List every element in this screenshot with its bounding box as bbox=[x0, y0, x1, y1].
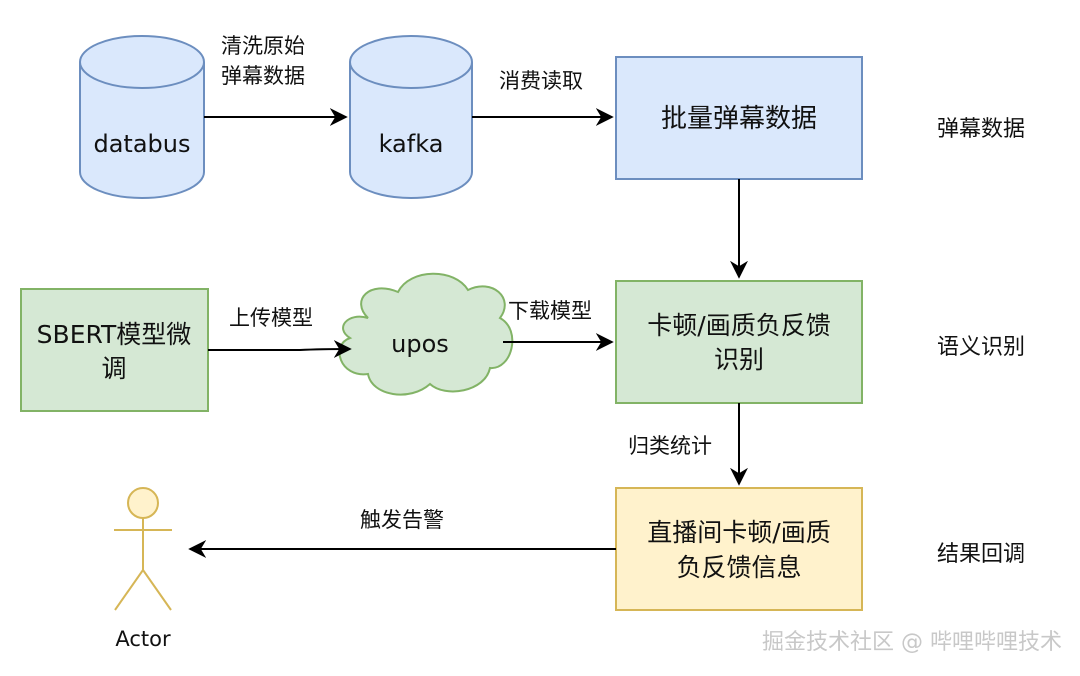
kafka-label: kafka bbox=[379, 130, 444, 158]
recognition-label-line2: 识别 bbox=[714, 345, 764, 374]
edge-label-alert: 触发告警 bbox=[360, 508, 444, 532]
databus-label: databus bbox=[93, 130, 190, 158]
edge-label-download: 下载模型 bbox=[508, 299, 592, 323]
stage-label-danmaku: 弹幕数据 bbox=[937, 117, 1026, 142]
databus-node: databus bbox=[79, 35, 205, 199]
recognition-node: 卡顿/画质负反馈 识别 bbox=[615, 280, 863, 404]
edge-sbert-upos bbox=[208, 340, 352, 359]
stage-label-semantic: 语义识别 bbox=[937, 335, 1026, 360]
actor-node bbox=[114, 487, 172, 611]
recognition-label-line1: 卡顿/画质负反馈 bbox=[647, 311, 830, 340]
result-label-line1: 直播间卡顿/画质 bbox=[647, 518, 830, 547]
edge-label-clean: 清洗原始 弹幕数据 bbox=[221, 31, 305, 91]
batch-data-node: 批量弹幕数据 bbox=[615, 56, 863, 180]
actor-label: Actor bbox=[115, 627, 171, 651]
edge-label-clean-line2: 弹幕数据 bbox=[221, 64, 305, 88]
kafka-node: kafka bbox=[349, 35, 473, 199]
upos-cloud-node: upos bbox=[338, 272, 514, 396]
batch-data-label: 批量弹幕数据 bbox=[661, 104, 817, 134]
stage-label-callback: 结果回调 bbox=[937, 542, 1026, 567]
edge-label-consume: 消费读取 bbox=[499, 69, 583, 93]
result-label-line2: 负反馈信息 bbox=[676, 553, 801, 582]
result-node: 直播间卡顿/画质 负反馈信息 bbox=[615, 487, 863, 611]
watermark: 掘金技术社区 @ 哔哩哔哩技术 bbox=[762, 630, 1062, 655]
edge-label-clean-line1: 清洗原始 bbox=[221, 34, 305, 58]
sbert-label-line2: 调 bbox=[101, 354, 126, 383]
edge-label-classify: 归类统计 bbox=[628, 434, 712, 458]
sbert-label-line1: SBERT模型微 bbox=[37, 320, 192, 349]
upos-label: upos bbox=[391, 330, 449, 358]
sbert-node: SBERT模型微 调 bbox=[20, 288, 209, 412]
edge-label-upload: 上传模型 bbox=[229, 306, 313, 330]
